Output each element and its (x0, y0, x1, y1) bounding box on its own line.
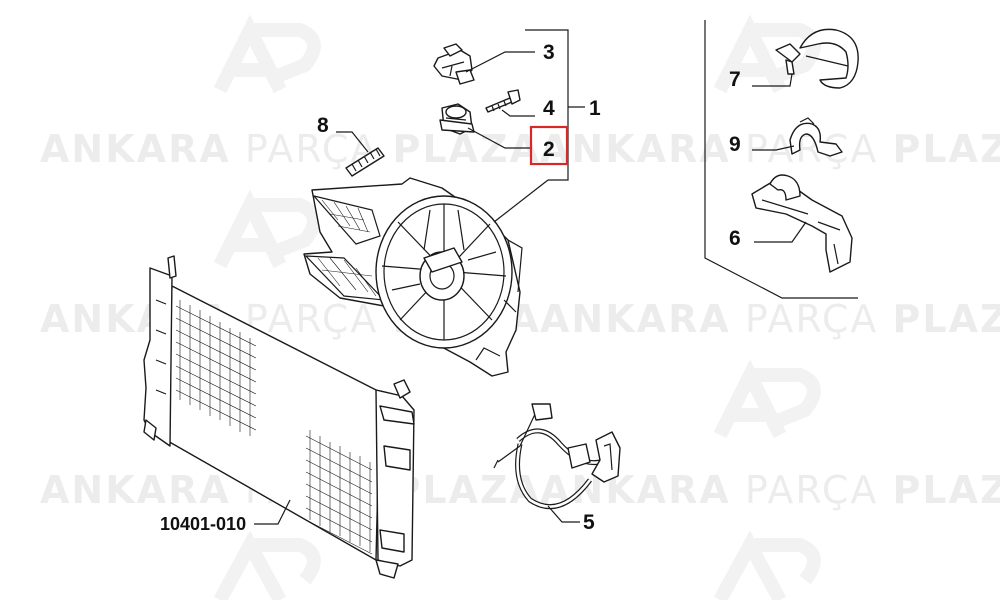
callout-8[interactable]: 8 (317, 114, 329, 137)
watermark-brand-bold-2: PLAZA (892, 468, 1000, 512)
callout-4[interactable]: 4 (543, 97, 555, 120)
fan-assembly-bracket (525, 29, 585, 181)
leader-6 (754, 221, 807, 243)
part-2-rubber-mount[interactable] (439, 103, 475, 135)
watermark-brand-bold-1: ANKARA (540, 127, 731, 171)
watermark-brand-bold-1: ANKARA (40, 127, 231, 171)
callout-radiator-ref[interactable]: 10401-010 (160, 514, 246, 534)
leader-radiator (254, 499, 291, 525)
callout-3[interactable]: 3 (543, 41, 555, 64)
watermark-logo (713, 359, 821, 439)
part-8-stud-bolt[interactable] (345, 147, 385, 177)
watermark-brand-light: PARÇA (745, 468, 879, 512)
watermark-logo (713, 530, 821, 600)
leader-8 (336, 131, 369, 153)
part-6-deflector[interactable] (751, 174, 853, 273)
leader-4 (501, 109, 535, 117)
part-3-bracket-clip[interactable] (433, 43, 475, 85)
watermark-brand-bold-2: PLAZA (892, 297, 1000, 341)
callout-7[interactable]: 7 (729, 68, 741, 91)
watermark-logo (213, 530, 321, 600)
watermark-brand-bold-2: PLAZA (392, 468, 540, 512)
callout-9[interactable]: 9 (729, 133, 741, 156)
accessory-group-frame (704, 20, 858, 299)
watermark-brand-bold-2: PLAZA (392, 127, 540, 171)
leader-1 (493, 179, 549, 223)
callout-6[interactable]: 6 (729, 227, 741, 250)
leader-3 (465, 51, 535, 73)
watermark-brand-bold-1: ANKARA (540, 297, 731, 341)
watermark-brand-bold-2: PLAZA (892, 127, 1000, 171)
callout-1[interactable]: 1 (589, 97, 601, 120)
leader-9 (752, 145, 795, 151)
part-5-wiring-harness[interactable] (493, 403, 621, 510)
watermark-logo (213, 14, 321, 94)
watermark-brand-light: PARÇA (745, 297, 879, 341)
watermark-brand-bold-1: ANKARA (540, 468, 731, 512)
svg-text:ANKARA PARÇA PLAZA: ANKARA PARÇA PLAZA (540, 127, 1000, 171)
radiator[interactable] (143, 255, 415, 579)
svg-text:ANKARA PARÇA PLAZA: ANKARA PARÇA PLAZA (540, 297, 1000, 341)
callout-2[interactable]: 2 (543, 138, 555, 161)
svg-text:ANKARA PARÇA PLAZA: ANKARA PARÇA PLAZA (540, 468, 1000, 512)
svg-text:ANKARA PARÇA PLAZA: ANKARA PARÇA PLAZA (40, 127, 541, 171)
leader-2 (467, 127, 530, 149)
electric-fan-assembly[interactable] (303, 177, 523, 377)
part-4-screw[interactable] (485, 89, 521, 113)
watermark-brand-bold-1: ANKARA (40, 468, 231, 512)
leader-5 (547, 505, 580, 523)
part-7-cable-tie[interactable] (775, 28, 859, 89)
part-9-hose-clip[interactable] (789, 117, 843, 157)
watermark-logo (213, 189, 321, 269)
leader-7 (752, 73, 793, 87)
callout-5[interactable]: 5 (583, 511, 595, 534)
selected-callout-highlight (529, 125, 569, 166)
